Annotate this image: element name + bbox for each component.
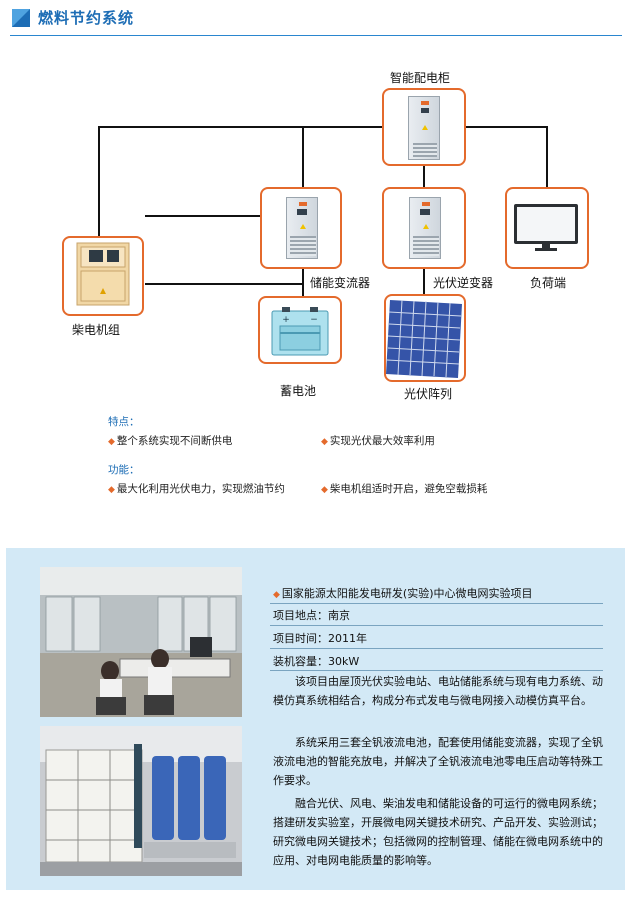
project-panel: ◆国家能源太阳能发电研发(实验)中心微电网实验项目 项目地点：南京 项目时间：2… <box>6 548 625 890</box>
wire-diesel-drop <box>98 126 100 236</box>
project-location: 项目地点：南京 <box>273 609 350 622</box>
smart-cabinet-node <box>382 88 466 166</box>
project-divider <box>270 670 603 671</box>
battery-icon: + − <box>271 307 329 356</box>
cabinet-icon <box>408 96 440 160</box>
flow-battery-photo <box>40 726 242 876</box>
functions-heading: 功能： <box>108 464 140 476</box>
storage-converter-node <box>260 187 342 269</box>
inverter-cabinet-icon <box>409 197 441 259</box>
wire-converter-battery <box>302 268 304 296</box>
diamond-bullet-icon: ◆ <box>273 590 280 600</box>
wire-cabinet-inverter <box>423 162 425 188</box>
features-heading: 特点： <box>108 416 140 428</box>
pv-array-node <box>384 294 466 382</box>
diamond-bullet-icon: ◆ <box>108 485 115 495</box>
project-time: 项目时间：2011年 <box>273 632 367 645</box>
generator-icon <box>76 242 130 306</box>
wire-inverter-array <box>423 268 425 294</box>
project-paragraph: 该项目由屋顶光伏实验电站、电站储能系统与现有电力系统、动模仿真系统相结合，构成分… <box>273 675 603 707</box>
wire-diesel-converter <box>145 215 261 217</box>
monitor-icon <box>514 204 578 251</box>
header-divider <box>10 35 622 36</box>
feature-item: ◆整个系统实现不间断供电 <box>108 435 233 447</box>
battery-node: + − <box>258 296 342 364</box>
diamond-bullet-icon: ◆ <box>108 437 115 447</box>
smart-cabinet-label: 智能配电柜 <box>390 71 451 85</box>
svg-text:+: + <box>282 315 290 325</box>
function-item: ◆最大化利用光伏电力，实现燃油节约 <box>108 483 285 495</box>
section-square-icon <box>12 9 30 27</box>
project-capacity: 装机容量：30kW <box>273 655 360 668</box>
function-item: ◆柴电机组适时开启，避免空载损耗 <box>321 483 488 495</box>
project-paragraph: 系统采用三套全钒液流电池，配套使用储能变流器，实现了全钒液流电池的智能充放电，并… <box>273 736 603 787</box>
svg-text:−: − <box>310 315 318 325</box>
page-title: 燃料节约系统 <box>38 9 135 27</box>
wire-load-drop <box>546 126 548 188</box>
project-divider <box>270 603 603 604</box>
project-divider <box>270 648 603 649</box>
battery-label: 蓄电池 <box>280 384 317 398</box>
storage-converter-label: 储能变流器 <box>310 276 371 290</box>
solar-panel-icon <box>386 299 462 378</box>
lab-control-room-photo <box>40 567 242 717</box>
system-diagram: 智能配电柜 储能变流器 光伏逆变器 负荷端 <box>0 60 631 410</box>
project-title: ◆国家能源太阳能发电研发(实验)中心微电网实验项目 <box>273 587 533 600</box>
diesel-generator-label: 柴电机组 <box>72 323 121 337</box>
diamond-bullet-icon: ◆ <box>321 485 328 495</box>
project-divider <box>270 625 603 626</box>
section-header: 燃料节约系统 <box>10 6 622 36</box>
load-node <box>505 187 589 269</box>
pv-inverter-node <box>382 187 466 269</box>
project-paragraph: 融合光伏、风电、柴油发电和储能设备的可运行的微电网系统；搭建研发实验室，开展微电… <box>273 797 603 867</box>
converter-cabinet-icon <box>286 197 318 259</box>
feature-item: ◆实现光伏最大效率利用 <box>321 435 435 447</box>
pv-array-label: 光伏阵列 <box>404 387 453 401</box>
wire-diesel-converter-lower <box>145 283 303 285</box>
wire-converter-drop <box>302 126 304 188</box>
pv-inverter-label: 光伏逆变器 <box>433 276 494 290</box>
load-label: 负荷端 <box>530 276 567 290</box>
diesel-generator-node <box>62 236 144 316</box>
diamond-bullet-icon: ◆ <box>321 437 328 447</box>
wire-top-bus <box>98 126 548 128</box>
